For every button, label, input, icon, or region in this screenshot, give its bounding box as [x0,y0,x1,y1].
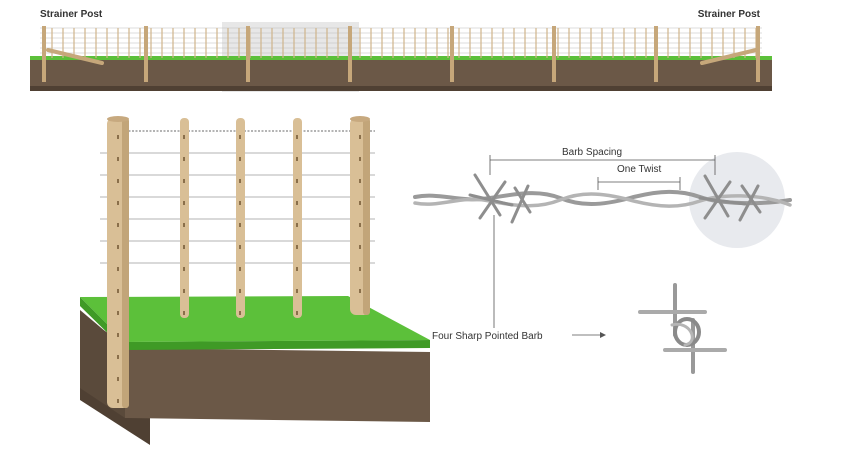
post-notch [239,223,241,227]
post-notch [183,267,185,271]
barb-zoom-circle [689,152,785,248]
post-notch [183,245,185,249]
post-notches [117,135,361,403]
strainer-post-label-left: Strainer Post [40,9,103,20]
post-notch [296,157,298,161]
overview-post [552,26,556,82]
post-notch [296,245,298,249]
overview-post [144,26,148,82]
overview-wires [40,27,762,54]
barbed-wire-detail [413,152,792,374]
post-notch [117,399,119,403]
post-notch [183,201,185,205]
overview-grass [30,56,772,60]
post-notch [296,289,298,293]
overview-post [42,26,46,82]
post-notch [239,157,241,161]
fence-section-3d [80,116,430,445]
post-notch [359,157,361,161]
post-notch [239,311,241,315]
strainer-post-right-shade [363,118,370,315]
block-grass-front-edge [125,340,430,350]
post-notch [296,311,298,315]
overview-soil [30,58,772,91]
overview-soil-shadow [30,86,772,91]
overview-post [756,26,760,82]
dropper-post-3 [293,118,302,318]
one-twist-label: One Twist [617,164,662,175]
post-notch [239,135,241,139]
post-notch [296,135,298,139]
four-barb-label: Four Sharp Pointed Barb [432,331,543,342]
post-notch [183,179,185,183]
overview-posts [42,26,760,82]
post-notch [117,201,119,205]
block-grass-top [80,296,430,342]
barb-callout-arrowhead [600,332,606,338]
post-notch [183,223,185,227]
post-notch [359,267,361,271]
post-notch [117,135,119,139]
block-posts [107,116,370,408]
post-notch [183,135,185,139]
post-notch [117,289,119,293]
post-notch [296,267,298,271]
post-notch [359,201,361,205]
overview-post [450,26,454,82]
post-notch [359,135,361,139]
fence-overview-strip [30,22,772,92]
post-notch [117,377,119,381]
barb-right [698,174,762,222]
post-notch [296,201,298,205]
post-notch [239,201,241,205]
post-notch [117,267,119,271]
dropper-post-1 [180,118,189,318]
strainer-post-left-shade [122,118,129,408]
strainer-brace-right [700,48,758,65]
post-notch [183,157,185,161]
overview-post [348,26,352,82]
post-notch [117,355,119,359]
post-notch [117,333,119,337]
post-notch [239,245,241,249]
post-notch [239,289,241,293]
post-notch [239,179,241,183]
strainer-brace-left [46,48,104,65]
post-notch [117,223,119,227]
barb-left [468,173,532,224]
dropper-post-2 [236,118,245,318]
post-notch [359,179,361,183]
four-point-barb-closeup [638,283,727,374]
post-notch [359,289,361,293]
post-notch [359,245,361,249]
post-notch [117,311,119,315]
post-notch [117,179,119,183]
strainer-post-left-top [107,116,129,122]
post-notch [296,223,298,227]
strainer-post-right-top [350,116,370,122]
post-notch [117,245,119,249]
post-notch [183,289,185,293]
strainer-post-label-right: Strainer Post [697,9,760,20]
post-notch [239,267,241,271]
post-notch [359,223,361,227]
post-notch [117,157,119,161]
block-soil-front [125,348,430,422]
overview-post [654,26,658,82]
overview-post [246,26,250,82]
post-notch [183,311,185,315]
barb-spacing-label: Barb Spacing [562,147,623,158]
post-notch [296,179,298,183]
